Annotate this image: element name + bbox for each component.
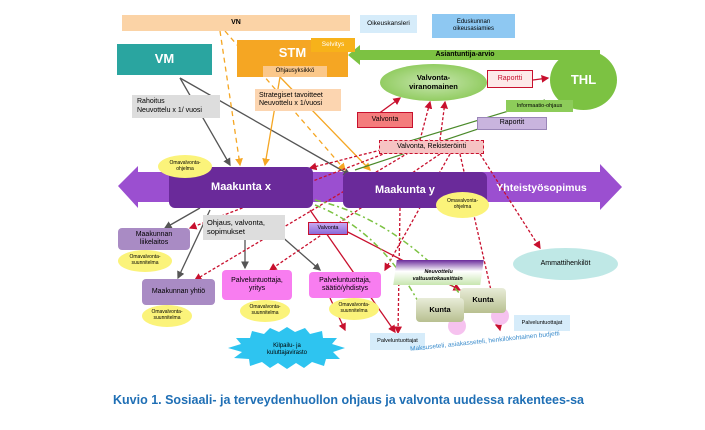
strategiset-label: Strategiset tavoitteet — [259, 91, 323, 99]
omavalvontaohjelma-x: Omavalvonta-ohjelma — [158, 155, 212, 178]
raportti-box: Raportti — [487, 70, 533, 88]
omavalvontasuunnitelma-liikelaitos: Omavalvonta-suunnitelma — [118, 250, 172, 272]
raportit-box: Raportit — [477, 117, 547, 130]
asiantuntija-arvio-label: Asiantuntija-arvio — [435, 50, 495, 58]
selvitys-label: Selvitys — [311, 38, 355, 52]
kilpailu-starburst — [228, 327, 345, 369]
figure-caption: Kuvio 1. Sosiaali- ja terveydenhuollon o… — [113, 393, 584, 407]
kunta-box-2: Kunta — [460, 288, 506, 313]
omavalvontasuunnitelma-yritys: Omavalvonta-suunnitelma — [240, 300, 290, 322]
palveluntuottaja-saatio: Palveluntuottaja, säätiö/yhdistys — [309, 272, 381, 298]
ohjaus-valvonta-sopimukset: Ohjaus, valvonta, sopimukset — [203, 215, 285, 240]
maakunnan-yhtio: Maakunnan yhtiö — [142, 279, 215, 305]
informaatio-ohjaus: Informaatio-ohjaus — [506, 100, 573, 112]
vn-bar: VN — [122, 15, 350, 31]
omavalvontasuunnitelma-yhtio: Omavalvonta-suunnitelma — [142, 305, 192, 327]
maakunnan-liikelaitos: Maakunnan liikelaitos — [118, 228, 190, 250]
eduskunnan-oikeusasiamies: Eduskunnan oikeusasiamies — [432, 14, 515, 38]
palveluntuottajat-2: Palveluntuottajat — [514, 315, 570, 331]
rahoitus-neuvottelu: Neuvottelu x 1/ vuosi — [137, 106, 202, 114]
rahoitus-label: Rahoitus — [137, 98, 165, 106]
neuvottelu-valtuustokausittain: Neuvottelu valtuustokausittain — [393, 260, 484, 285]
strategiset-neuvottelu: Neuvottelu x 1/vuosi — [259, 100, 323, 107]
palveluntuottaja-yritys: Palveluntuottaja, yritys — [222, 270, 292, 300]
yhteistyosopimus-label: Yhteistyösopimus — [496, 181, 587, 194]
valvontaviranomainen: Valvonta-viranomainen — [380, 64, 487, 101]
palveluntuottajat-1: Palveluntuottajat — [370, 333, 425, 350]
vm-box: VM — [117, 44, 212, 75]
ohjausyksikko-label: Ohjausyksikkö — [263, 66, 327, 77]
omavalvontaohjelma-y: Omavalvonta-ohjelma — [436, 192, 489, 218]
kunta-box-1: Kunta — [416, 298, 464, 322]
ammattihenkilot: Ammattihenkilöt — [513, 248, 618, 280]
omavalvontasuunnitelma-saatio: Omavalvonta-suunnitelma — [329, 298, 379, 320]
valvonta-box: Valvonta — [357, 112, 413, 128]
oikeuskansleri: Oikeuskansleri — [360, 15, 417, 33]
asiantuntija-arrow — [348, 45, 600, 65]
kilpailu-ja-kuluttajavirasto: Kilpailu- ja kuluttajavirasto — [266, 343, 308, 356]
valvonta-rekisterointi-box: Valvonta, Rekisteröinti — [379, 140, 484, 154]
valvonta-small-box: Valvonta — [308, 222, 348, 235]
